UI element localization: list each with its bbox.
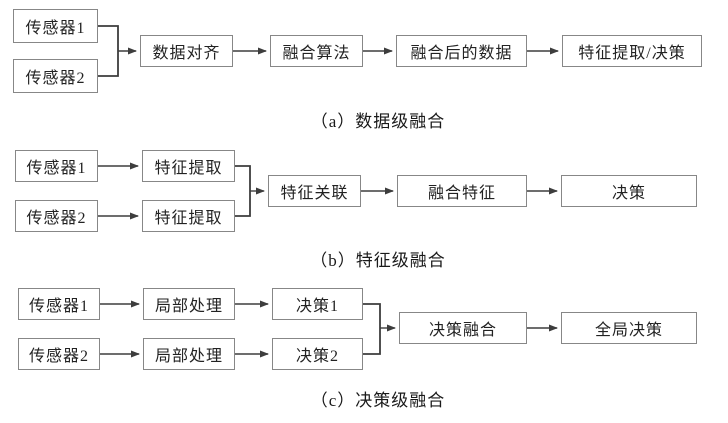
node-c-dec1: 决策1 [272,288,363,320]
node-c-sensor1: 传感器1 [18,288,100,320]
node-b-sensor2: 传感器2 [15,200,98,232]
node-b-fused-feat: 融合特征 [397,175,527,207]
merge-bracket-b [235,165,251,217]
node-c-local1: 局部处理 [143,288,235,320]
caption-c: （c）决策级融合 [310,391,446,410]
node-b-decision: 决策 [561,175,697,207]
node-c-fusion: 决策融合 [399,312,527,344]
node-a-sensor2: 传感器2 [13,59,98,93]
merge-bracket-c [363,303,381,355]
node-b-feat2: 特征提取 [142,200,235,232]
node-a-extract-decide: 特征提取/决策 [562,35,702,67]
node-b-feat1: 特征提取 [142,150,235,182]
node-c-local2: 局部处理 [143,338,235,370]
merge-bracket-a [98,25,119,77]
node-a-algorithm: 融合算法 [270,35,363,67]
node-a-fused-data: 融合后的数据 [396,35,527,67]
node-b-assoc: 特征关联 [268,175,361,207]
node-c-sensor2: 传感器2 [18,338,100,370]
node-c-global: 全局决策 [561,312,697,344]
node-b-sensor1: 传感器1 [15,150,98,182]
node-a-align: 数据对齐 [140,35,233,67]
node-c-dec2: 决策2 [272,338,363,370]
caption-a: （a）数据级融合 [310,112,446,131]
node-a-sensor1: 传感器1 [13,9,98,43]
caption-b: （b）特征级融合 [310,251,446,270]
